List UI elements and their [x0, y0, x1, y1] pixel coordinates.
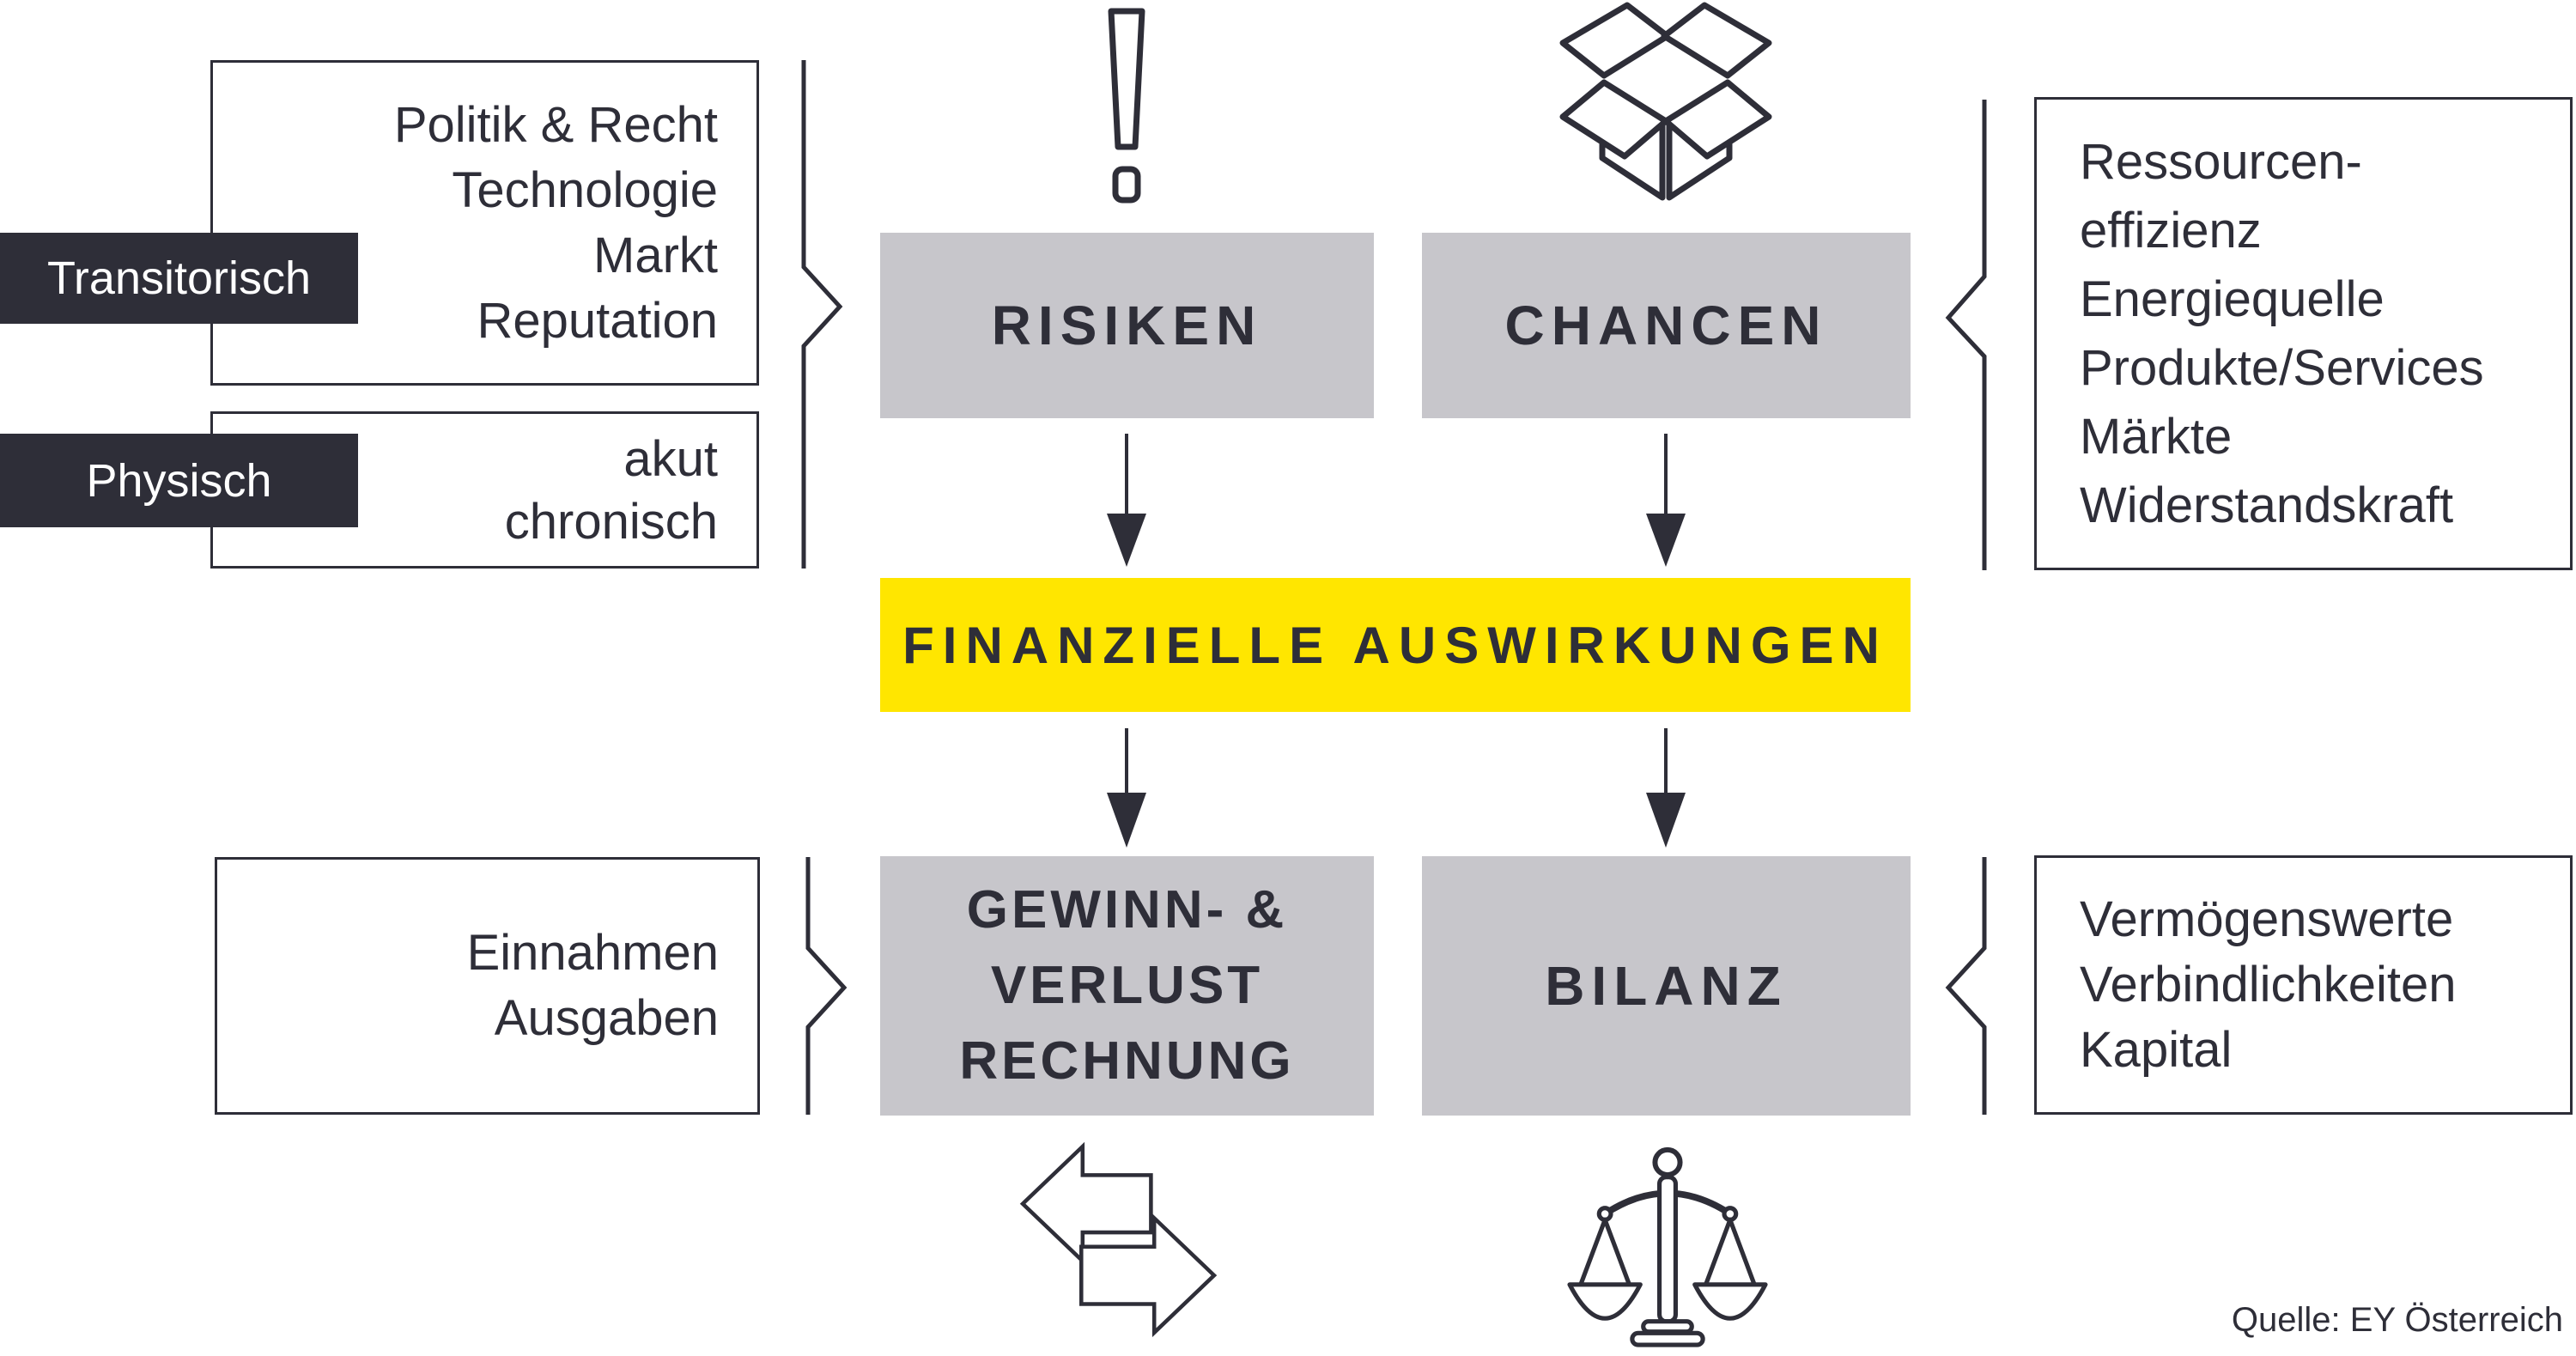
node-risiken: RISIKEN — [880, 233, 1374, 418]
label-physisch: Physisch — [0, 434, 358, 527]
node-pnl: GEWINN- & VERLUST RECHNUNG — [880, 856, 1374, 1116]
list-item: effizienz — [2080, 202, 2262, 258]
list-item: chronisch — [504, 493, 718, 550]
node-financial-impact: FINANZIELLE AUSWIRKUNGEN — [880, 578, 1911, 712]
arrow-risiken-head — [1107, 514, 1146, 567]
pnl-input-box: Einnahmen Ausgaben — [215, 857, 760, 1115]
source-note-text: Quelle: EY Österreich — [2231, 1301, 2563, 1339]
node-chancen: CHANCEN — [1422, 233, 1911, 418]
node-risiken-text: RISIKEN — [991, 295, 1263, 356]
bracket-left-bottom — [805, 857, 848, 1115]
exchange-arrows-icon — [1019, 1141, 1218, 1338]
balance-scale-icon — [1567, 1146, 1768, 1347]
bracket-right-bottom — [1945, 857, 1987, 1115]
node-chancen-text: CHANCEN — [1504, 295, 1828, 356]
node-financial-impact-text: FINANZIELLE AUSWIRKUNGEN — [902, 616, 1888, 674]
list-item: Kapital — [2080, 1022, 2233, 1078]
label-physisch-text: Physisch — [86, 454, 272, 507]
list-item: Verbindlichkeiten — [2080, 957, 2457, 1012]
arrow-chancen-head — [1646, 514, 1686, 567]
node-bilanz-text: BILANZ — [1545, 955, 1788, 1017]
list-item: Produkte/Services — [2080, 339, 2484, 396]
open-box-icon — [1559, 2, 1772, 201]
list-item: Technologie — [452, 161, 718, 218]
list-item: Vermögenswerte — [2080, 891, 2454, 947]
list-item: Widerstandskraft — [2080, 477, 2454, 533]
arrow-pnl-head — [1107, 793, 1146, 848]
node-bilanz: BILANZ — [1422, 856, 1911, 1116]
label-transitorisch: Transitorisch — [0, 233, 358, 324]
list-item: Politik & Recht — [393, 96, 718, 153]
list-item: Einnahmen — [466, 925, 719, 981]
label-transitorisch-text: Transitorisch — [46, 252, 312, 304]
node-pnl-line: VERLUST — [990, 956, 1264, 1015]
list-item: Ausgaben — [494, 990, 719, 1046]
node-pnl-line: RECHNUNG — [959, 1031, 1295, 1091]
arrow-bilanz-head — [1646, 793, 1686, 848]
source-note: Quelle: EY Österreich — [2232, 1301, 2563, 1340]
transitory-categories-box: Politik & Recht Technologie Markt Reputa… — [210, 60, 759, 386]
list-item: Märkte — [2080, 408, 2233, 465]
exclamation-icon — [1108, 8, 1145, 204]
list-item: Markt — [593, 227, 718, 283]
list-item: Reputation — [477, 292, 718, 349]
list-item: Energiequelle — [2080, 271, 2385, 327]
bilanz-categories-box: Vermögenswerte Verbindlichkeiten Kapital — [2034, 855, 2573, 1115]
chancen-categories-box: Ressourcen- effizienz Energiequelle Prod… — [2034, 97, 2573, 570]
bracket-left-top — [801, 60, 843, 569]
list-item: akut — [623, 430, 718, 487]
list-item: Ressourcen- — [2080, 133, 2362, 190]
bracket-right-top — [1945, 100, 1987, 570]
node-pnl-line: GEWINN- & — [966, 880, 1288, 939]
